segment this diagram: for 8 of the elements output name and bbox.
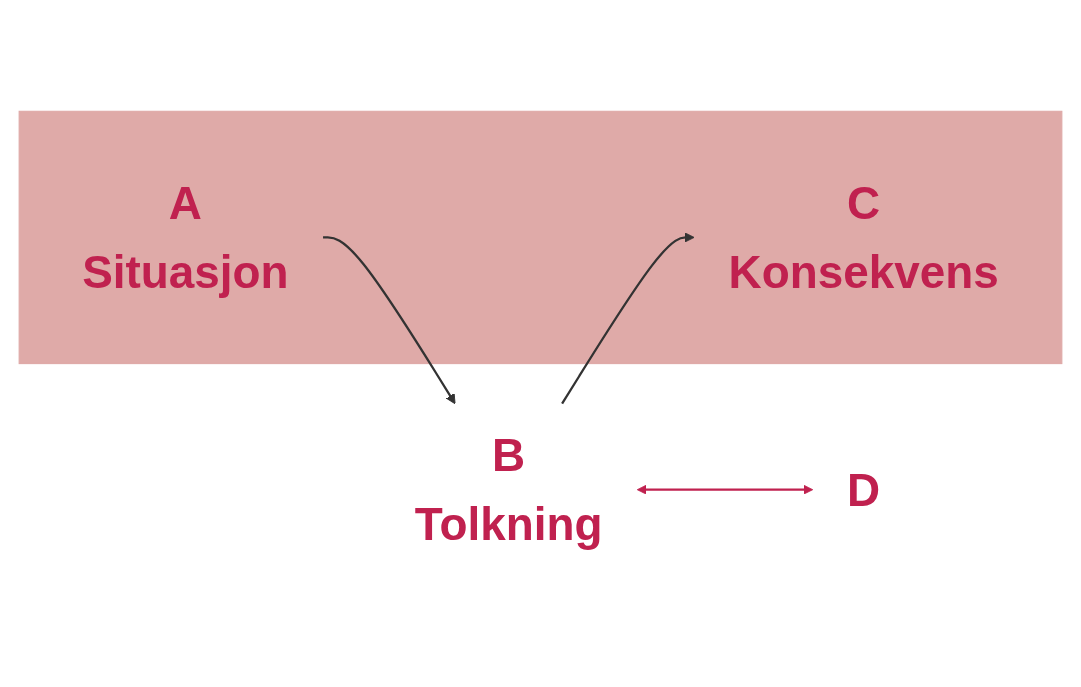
node-text: B Tolkning — [414, 430, 603, 550]
arrow — [561, 232, 695, 405]
node-text: C Konsekvens — [728, 177, 999, 298]
node-text: D — [847, 464, 881, 515]
cluster — [18, 110, 1063, 365]
arrow — [323, 236, 456, 405]
arrow — [636, 484, 814, 495]
node-text: A Situasjon — [82, 177, 289, 298]
